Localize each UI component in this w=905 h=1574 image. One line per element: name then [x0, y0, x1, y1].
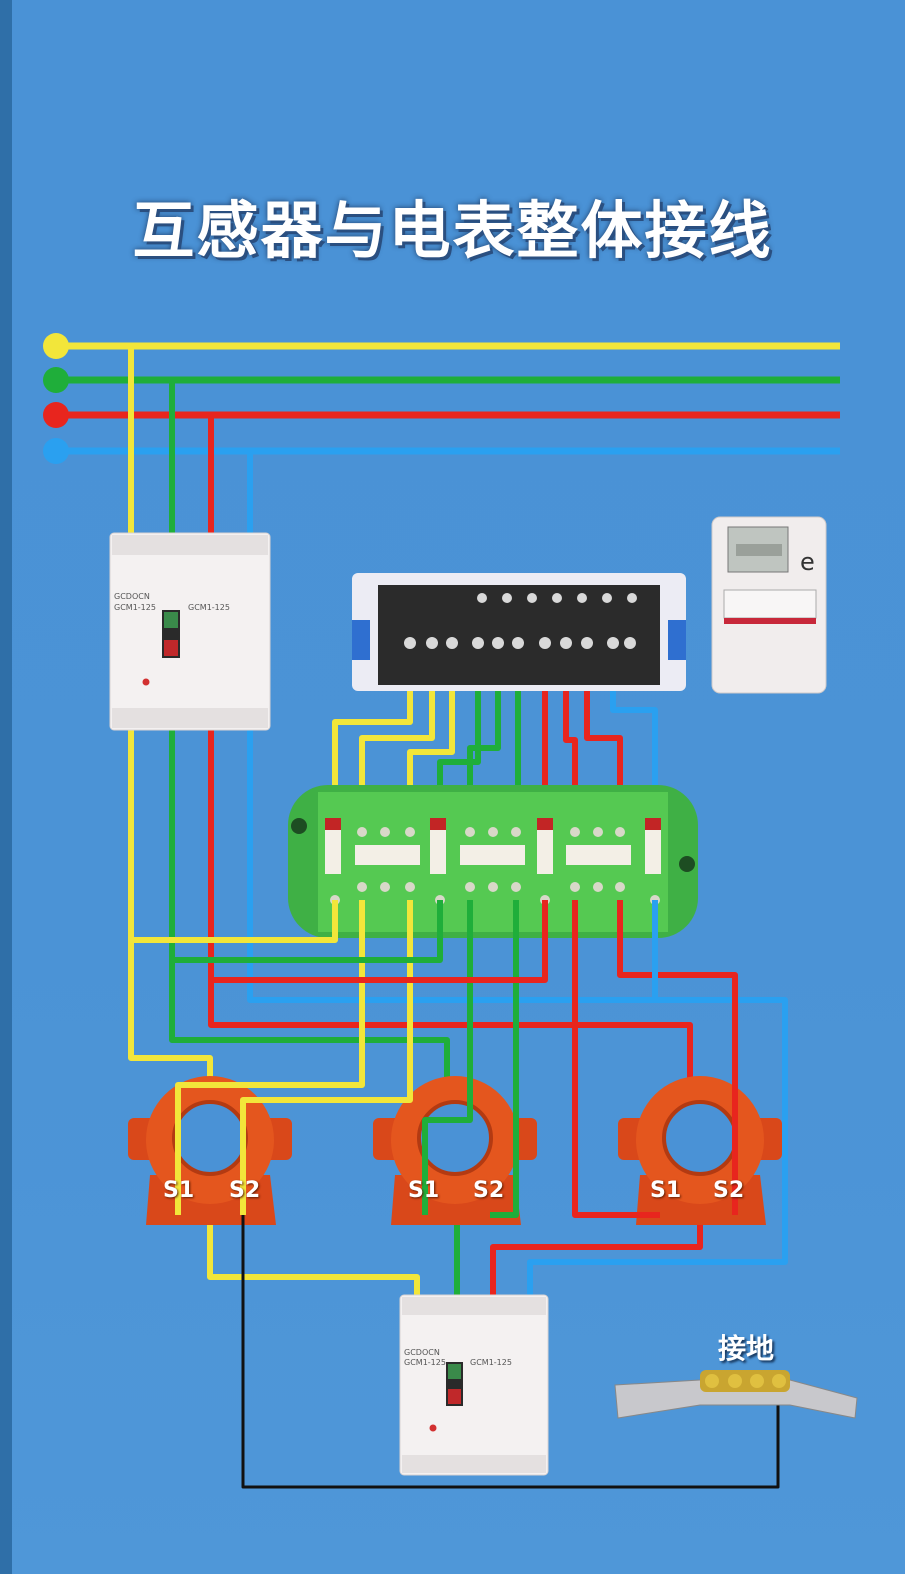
wire — [175, 900, 365, 1215]
bus-red-dot — [43, 402, 69, 428]
breaker2-model-right: GCM1-125 — [470, 1358, 512, 1367]
left-edge — [0, 0, 12, 1574]
bus-green-dot — [43, 367, 69, 393]
ct1-s2-label: S2 — [229, 1178, 261, 1203]
bus-yellow-dot — [43, 333, 69, 359]
ct-3 — [618, 1076, 782, 1225]
wire — [359, 648, 435, 822]
page-title: 互感器与电表整体接线 — [132, 194, 773, 267]
breaker2-brand: GCDOCN — [404, 1348, 440, 1357]
wire — [247, 725, 788, 1305]
wire — [172, 900, 443, 963]
wire — [211, 900, 548, 983]
ground-bar — [614, 1370, 858, 1419]
wire — [207, 1225, 420, 1305]
energy-meter: e — [711, 516, 827, 694]
wire — [490, 900, 519, 1218]
breaker2-model: GCM1-125 — [404, 1358, 446, 1367]
test-junction-box — [288, 785, 698, 938]
main-breaker — [109, 532, 271, 731]
meter-terminal-box — [352, 573, 686, 691]
current-transformers — [128, 1076, 782, 1225]
ct2-s2-label: S2 — [473, 1178, 505, 1203]
breaker-brand: GCDOCN — [114, 592, 150, 601]
wire — [169, 725, 450, 1078]
bus-bars — [56, 342, 840, 455]
ct3-s2-label: S2 — [713, 1178, 745, 1203]
ground-wire — [241, 1215, 780, 1489]
wire — [240, 900, 413, 1215]
ground-label: 接地 — [718, 1332, 775, 1365]
wire — [617, 900, 738, 1215]
wire — [572, 900, 660, 1218]
svg-text:e: e — [800, 548, 815, 576]
wire — [131, 900, 338, 943]
bus-blue-dot — [43, 438, 69, 464]
wire — [563, 648, 578, 822]
ct3-s1-label: S1 — [650, 1178, 682, 1203]
breaker-model: GCM1-125 — [114, 603, 156, 612]
ct1-s1-label: S1 — [163, 1178, 195, 1203]
ct2-s1-label: S1 — [408, 1178, 440, 1203]
wire — [128, 725, 213, 1078]
outgoing-breaker — [399, 1294, 549, 1476]
wire — [208, 725, 693, 1078]
wire — [584, 648, 623, 822]
wire — [490, 1225, 703, 1305]
wire — [422, 900, 473, 1215]
breaker-model-right: GCM1-125 — [188, 603, 230, 612]
